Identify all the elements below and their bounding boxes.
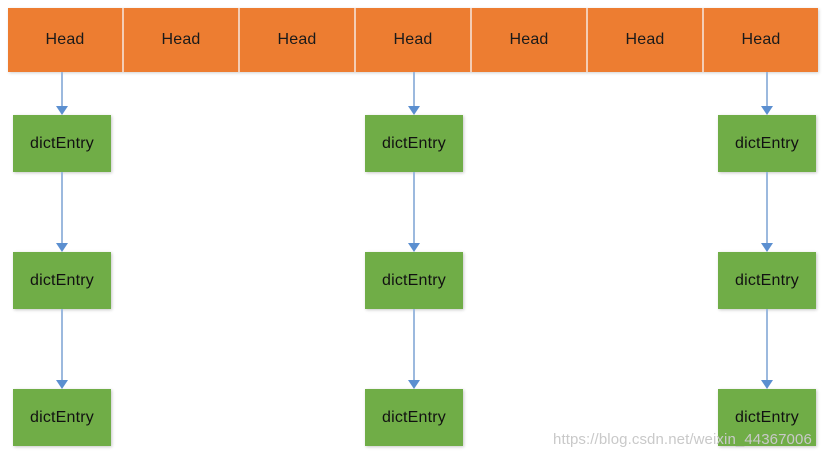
dict-entry-node: dictEntry <box>365 115 463 172</box>
bucket-cell-6: Head <box>704 8 818 72</box>
dict-entry-node: dictEntry <box>13 389 111 446</box>
chain-arrow <box>404 172 424 252</box>
bucket-cell-5: Head <box>588 8 704 72</box>
dict-entry-node: dictEntry <box>365 252 463 309</box>
bucket-cell-4: Head <box>472 8 588 72</box>
bucket-label: Head <box>625 31 665 48</box>
arrow-head-icon <box>56 380 68 389</box>
arrow-shaft <box>61 309 63 381</box>
dict-entry-label: dictEntry <box>381 271 447 289</box>
arrow-head-icon <box>408 106 420 115</box>
dict-entry-label: dictEntry <box>381 408 447 426</box>
bucket-cell-1: Head <box>124 8 240 72</box>
chain-arrow <box>52 309 72 389</box>
watermark-text: https://blog.csdn.net/weixin_44367006 <box>553 431 812 448</box>
arrow-head-icon <box>761 243 773 252</box>
dict-entry-label: dictEntry <box>29 271 95 289</box>
dict-entry-label: dictEntry <box>29 408 95 426</box>
arrow-shaft <box>413 309 415 381</box>
chain-arrow <box>757 309 777 389</box>
dict-entry-label: dictEntry <box>29 134 95 152</box>
dict-entry-node: dictEntry <box>718 389 816 446</box>
arrow-head-icon <box>56 106 68 115</box>
dict-entry-label: dictEntry <box>734 271 800 289</box>
dict-entry-node: dictEntry <box>718 252 816 309</box>
chain-arrow <box>404 309 424 389</box>
bucket-label: Head <box>741 31 781 48</box>
chain-arrow <box>52 72 72 115</box>
chain-arrow <box>757 172 777 252</box>
arrow-head-icon <box>56 243 68 252</box>
arrow-head-icon <box>761 106 773 115</box>
dict-entry-node: dictEntry <box>13 252 111 309</box>
arrow-head-icon <box>408 380 420 389</box>
bucket-label: Head <box>277 31 317 48</box>
dict-entry-label: dictEntry <box>381 134 447 152</box>
dict-entry-node: dictEntry <box>13 115 111 172</box>
bucket-cell-0: Head <box>8 8 124 72</box>
arrow-shaft <box>61 172 63 244</box>
arrow-shaft <box>413 72 415 107</box>
chain-arrow <box>52 172 72 252</box>
dict-entry-node: dictEntry <box>718 115 816 172</box>
bucket-array: Head Head Head Head Head Head Head <box>8 8 818 72</box>
arrow-shaft <box>766 172 768 244</box>
bucket-label: Head <box>509 31 549 48</box>
dict-entry-label: dictEntry <box>734 134 800 152</box>
arrow-shaft <box>61 72 63 107</box>
dict-entry-label: dictEntry <box>734 408 800 426</box>
arrow-head-icon <box>761 380 773 389</box>
bucket-label: Head <box>393 31 433 48</box>
bucket-cell-2: Head <box>240 8 356 72</box>
arrow-head-icon <box>408 243 420 252</box>
arrow-shaft <box>766 72 768 107</box>
arrow-shaft <box>766 309 768 381</box>
arrow-shaft <box>413 172 415 244</box>
bucket-cell-3: Head <box>356 8 472 72</box>
bucket-label: Head <box>45 31 85 48</box>
bucket-label: Head <box>161 31 201 48</box>
chain-arrow <box>757 72 777 115</box>
dict-entry-node: dictEntry <box>365 389 463 446</box>
chain-arrow <box>404 72 424 115</box>
